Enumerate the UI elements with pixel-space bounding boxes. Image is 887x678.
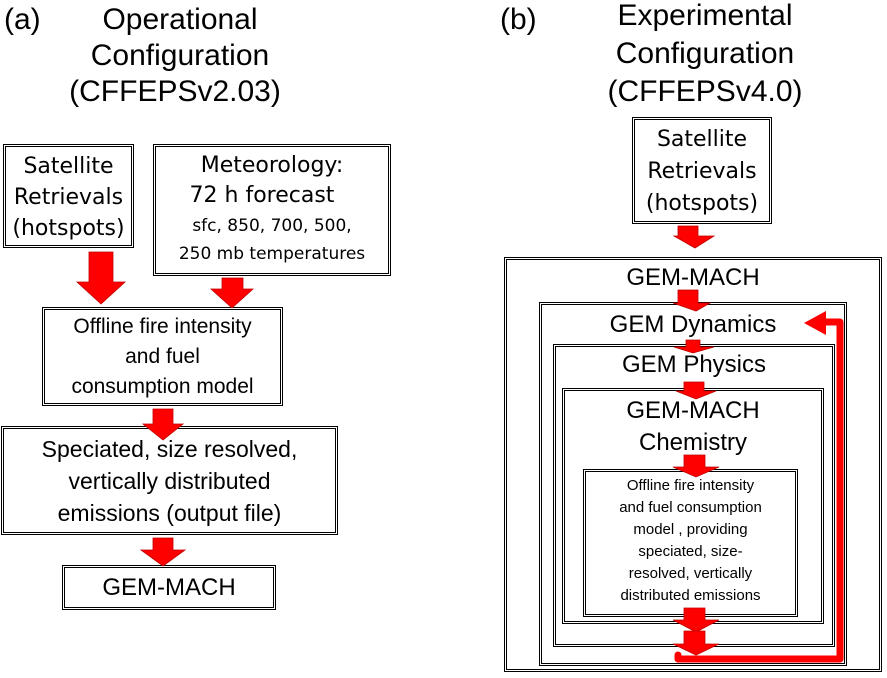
panel-b-offline-line-2: and fuel consumption	[619, 499, 762, 516]
panel-b-letter: (b)	[500, 3, 537, 36]
panel-b-offline-line-5: resolved, vertically	[628, 565, 753, 582]
panel-b-offline-line-3: model , providing	[633, 521, 748, 538]
panel-b-satellite-box: Satellite Retrievals (hotspots)	[632, 117, 772, 224]
panel-b-chemistry-line-1: GEM-MACH	[626, 397, 760, 424]
panel-b-offline-line-6: distributed emissions	[620, 587, 761, 604]
panel-a-meteorology-line-4: 250 mb temperatures	[178, 244, 366, 264]
panel-b-gem-mach-label: GEM-MACH	[626, 264, 760, 291]
panel-b-title-line-1: Experimental	[617, 0, 793, 32]
panel-a-satellite-box: Satellite Retrievals (hotspots)	[3, 144, 134, 248]
panel-a-emissions-line-2: vertically distributed	[68, 468, 271, 494]
panel-a-offline-line-1: Offline fire intensity	[73, 315, 252, 338]
panel-b-gem-mach-box: GEM-MACH	[504, 257, 882, 672]
panel-b-gem-physics-label: GEM Physics	[621, 351, 767, 378]
panel-a-title-line-1: Operational	[102, 3, 258, 36]
panel-a-gem-mach-label: GEM-MACH	[102, 574, 236, 601]
panel-b-satellite-line-1: Satellite	[656, 127, 748, 152]
panel-a-gem-mach-box: GEM-MACH	[62, 565, 276, 610]
panel-a-meteorology-line-3: sfc, 850, 700, 500,	[192, 216, 352, 236]
panel-b-title-line-2: Configuration	[615, 37, 795, 70]
panel-a-meteorology-box: Meteorology: 72 h forecast sfc, 850, 700…	[153, 144, 391, 276]
panel-b-offline-model-box: Offline fire intensity and fuel consumpt…	[583, 469, 798, 617]
panel-a-meteorology-line-2: 72 h forecast	[189, 183, 335, 208]
arrow-a-meteorology-to-offline	[209, 277, 255, 309]
panel-b-offline-line-4: speciated, size-	[638, 543, 743, 560]
panel-a-satellite-line-1: Satellite	[23, 154, 114, 179]
arrow-a-satellite-to-offline	[75, 251, 127, 305]
panel-a-offline-line-3: consumption model	[71, 375, 254, 398]
panel-a-letter: (a)	[4, 3, 41, 36]
panel-a-meteorology-line-1: Meteorology:	[200, 153, 344, 178]
panel-b-satellite-line-3: (hotspots)	[645, 191, 759, 216]
panel-b-title-line-3: (CFFEPSv4.0)	[607, 75, 803, 108]
panel-a-emissions-line-1: Speciated, size resolved,	[41, 436, 298, 462]
panel-b-chemistry-line-2: Chemistry	[638, 429, 747, 456]
panel-a-title-line-3: (CFFEPSv2.03)	[69, 75, 281, 108]
panel-a-offline-line-2: and fuel	[125, 345, 200, 368]
panel-b-offline-line-1: Offline fire intensity	[626, 477, 755, 494]
panel-a-title-line-2: Configuration	[90, 39, 270, 72]
arrow-b-satellite-to-gemmach	[672, 225, 716, 249]
panel-a-satellite-line-3: (hotspots)	[12, 216, 125, 241]
panel-a-emissions-line-3: emissions (output file)	[57, 500, 282, 526]
arrow-a-emissions-to-gemmach	[139, 537, 187, 567]
panel-a-satellite-line-2: Retrievals	[13, 185, 124, 210]
panel-a-offline-model-box: Offline fire intensity and fuel consumpt…	[42, 307, 283, 406]
panel-a-emissions-box: Speciated, size resolved, vertically dis…	[1, 426, 338, 535]
panel-b-satellite-line-2: Retrievals	[647, 159, 757, 184]
panel-b-gem-dynamics-label: GEM Dynamics	[609, 311, 777, 338]
